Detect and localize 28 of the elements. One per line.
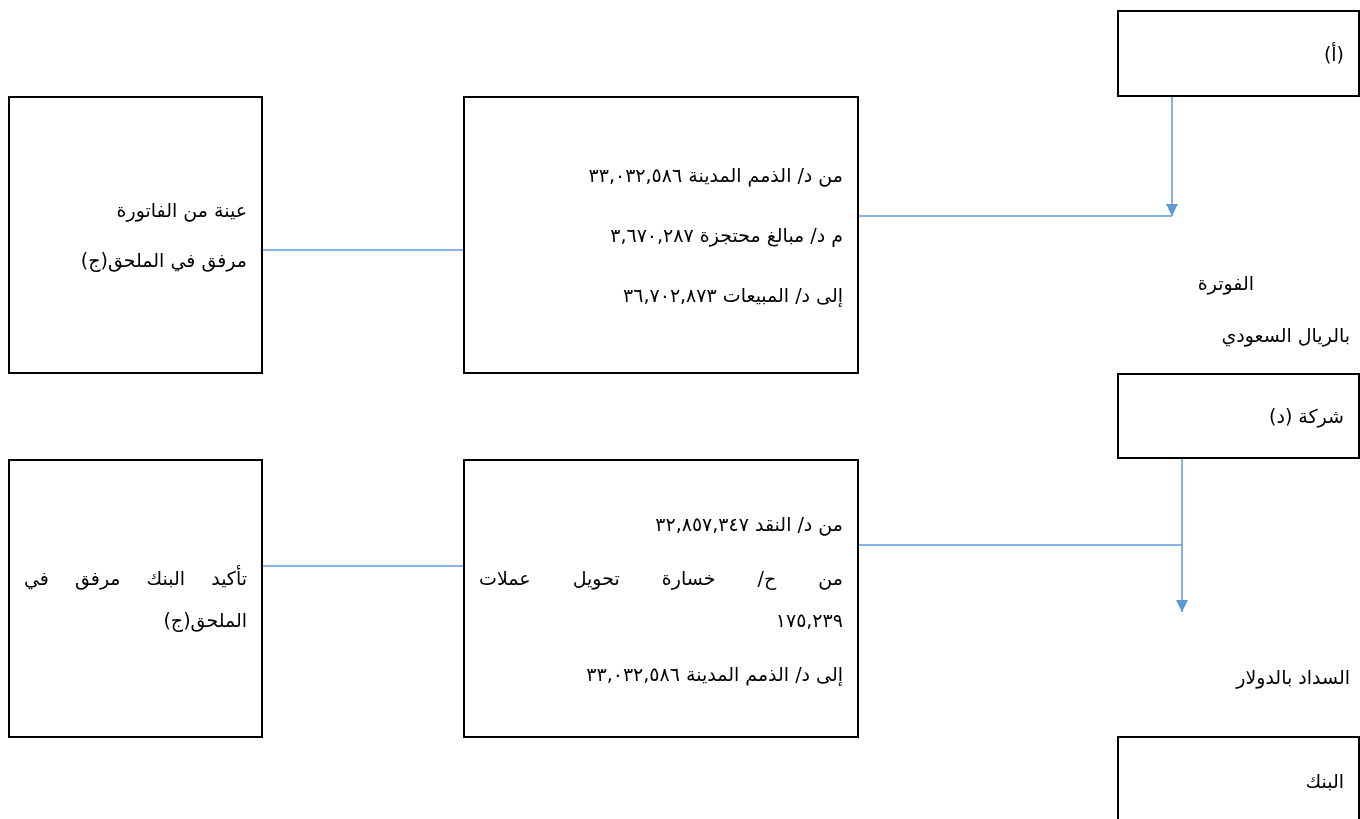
flow-label: الفوترة	[1197, 271, 1254, 296]
connector-line	[262, 249, 464, 251]
flow-label: السداد بالدولار	[1236, 665, 1350, 690]
process-box	[1117, 10, 1360, 97]
box-text: من ح/ خسارة تحويل عملات ١٧٥,٢٣٩	[479, 565, 843, 633]
box-text: مرفق في الملحق(ج)	[79, 248, 247, 274]
process-box	[8, 96, 263, 374]
arrow	[1176, 458, 1188, 613]
box-text: من د/ النقد ٣٢,٨٥٧,٣٤٧	[654, 511, 843, 538]
box-text: (أ)	[1322, 41, 1344, 67]
connector-line	[858, 544, 1183, 546]
box-text: تأكيد البنك مرفق في الملحق(ج)	[24, 564, 247, 634]
connector-line	[262, 565, 464, 567]
box-text: عينة من الفاتورة	[115, 198, 247, 224]
process-box	[1117, 736, 1360, 819]
process-box	[463, 96, 859, 374]
process-box	[1117, 373, 1360, 459]
process-box	[463, 459, 859, 738]
connector-line	[858, 215, 1173, 217]
box-text: إلى د/ المبيعات ٣٦,٧٠٢,٨٧٣	[622, 283, 843, 309]
flow-label: بالريال السعودي	[1221, 323, 1350, 348]
box-text: م د/ مبالغ محتجزة ٣,٦٧٠,٢٨٧	[609, 223, 843, 249]
box-text: البنك	[1304, 769, 1344, 794]
box-text: شركة (د)	[1268, 404, 1344, 430]
process-box	[8, 459, 263, 738]
box-text: من د/ الذمم المدينة ٣٣,٠٣٢,٥٨٦	[587, 163, 843, 189]
arrow	[1166, 96, 1178, 217]
box-text: إلى د/ الذمم المدينة ٣٣,٠٣٢,٥٨٦	[585, 661, 843, 688]
